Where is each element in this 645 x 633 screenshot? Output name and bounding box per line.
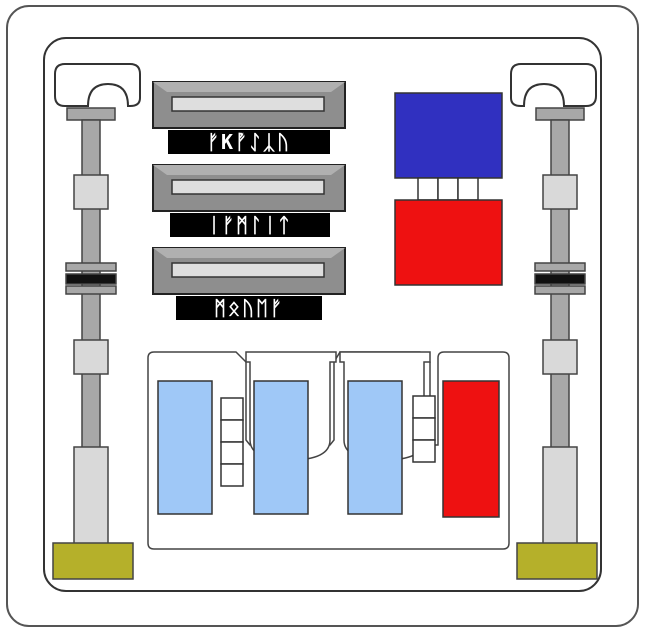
right-pillar-rod bbox=[550, 119, 570, 451]
slot-label-plate bbox=[176, 296, 322, 320]
tray-rung bbox=[412, 417, 436, 441]
control-tray bbox=[147, 351, 510, 550]
left-pillar-hook bbox=[54, 63, 141, 107]
left-pillar-ring bbox=[65, 285, 117, 295]
card-slot-opening[interactable] bbox=[171, 179, 325, 195]
tray-rung bbox=[220, 441, 244, 465]
card-slot-opening[interactable] bbox=[171, 262, 325, 278]
card-slot-bevel bbox=[153, 165, 345, 175]
right-pillar-block-upper bbox=[542, 174, 578, 210]
card-slot-bevel bbox=[153, 82, 345, 92]
right-pillar-ring bbox=[534, 285, 586, 295]
right-pillar bbox=[510, 63, 598, 580]
right-pillar-base-column bbox=[542, 446, 578, 558]
slot-label-plate bbox=[170, 213, 330, 237]
card-slot-bevel bbox=[153, 248, 345, 258]
indicator-connector bbox=[437, 177, 459, 201]
tray-rung bbox=[220, 397, 244, 421]
tray-rung bbox=[412, 395, 436, 419]
right-pillar-block-lower bbox=[542, 339, 578, 375]
indicator-connector bbox=[417, 177, 439, 201]
slot-label-text: ᛁᚠᛗᛚᛁᛏ bbox=[208, 213, 292, 237]
tray-rung bbox=[220, 419, 244, 443]
light-blue-cell-3[interactable] bbox=[347, 380, 403, 515]
red-indicator bbox=[394, 199, 503, 286]
card-slot-opening[interactable] bbox=[171, 96, 325, 112]
left-pillar-block-lower bbox=[73, 339, 109, 375]
left-pillar-block-upper bbox=[73, 174, 109, 210]
signal-indicator bbox=[394, 92, 503, 286]
right-pillar-ring bbox=[534, 273, 586, 285]
blue-indicator bbox=[394, 92, 503, 179]
left-pillar-cap bbox=[66, 107, 116, 121]
left-pillar-foot bbox=[52, 542, 134, 580]
right-pillar-ring bbox=[534, 262, 586, 272]
left-pillar-base-column bbox=[73, 446, 109, 558]
slot-label-plate bbox=[168, 130, 330, 154]
light-blue-cell-1[interactable] bbox=[157, 380, 213, 515]
left-pillar-ring bbox=[65, 273, 117, 285]
light-blue-cell-2[interactable] bbox=[253, 380, 309, 515]
right-pillar-foot bbox=[516, 542, 598, 580]
slot-label-text: ᚠKᚡᛇᛣᚢ bbox=[207, 130, 291, 154]
tray-rung bbox=[220, 463, 244, 487]
left-pillar-rod bbox=[81, 119, 101, 451]
card-slot-2[interactable]: ᛁᚠᛗᛚᛁᛏ bbox=[152, 164, 346, 237]
tray-rung bbox=[412, 439, 436, 463]
slot-label-text: ᛗᛟᚢᛖᚠ bbox=[214, 296, 284, 320]
left-pillar bbox=[52, 63, 141, 580]
card-slot-3[interactable]: ᛗᛟᚢᛖᚠ bbox=[152, 247, 346, 320]
right-pillar-hook bbox=[510, 63, 597, 107]
card-slot-1[interactable]: ᚠKᚡᛇᛣᚢ bbox=[152, 81, 346, 154]
red-cell[interactable] bbox=[442, 380, 500, 518]
indicator-connector bbox=[457, 177, 479, 201]
left-pillar-ring bbox=[65, 262, 117, 272]
right-pillar-cap bbox=[535, 107, 585, 121]
